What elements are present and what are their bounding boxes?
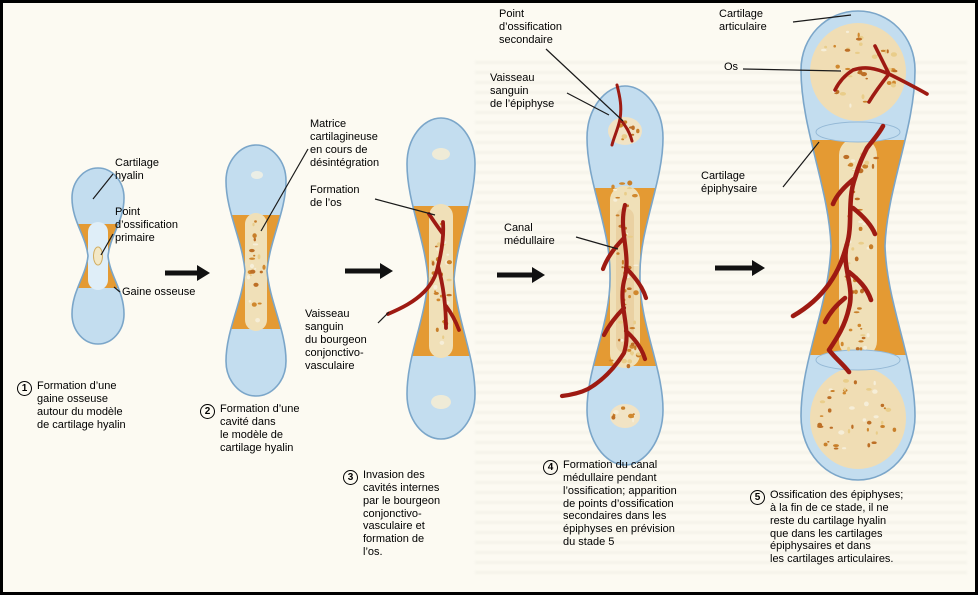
label-cartilage-epiphysaire: Cartilage épiphysaire xyxy=(701,170,758,195)
arrow-stage4-to-stage5 xyxy=(715,260,765,276)
arrow-stage3-to-stage4 xyxy=(497,267,545,283)
label-cartilage-articulaire: Cartilage articulaire xyxy=(719,8,767,33)
arrow-stage1-to-stage2 xyxy=(165,265,210,281)
label-gaine-osseuse: Gaine osseuse xyxy=(122,286,196,298)
caption-stage-3: 3 Invasion des cavités internes par le b… xyxy=(343,469,493,559)
stage-2-bone-illustration xyxy=(225,144,287,397)
caption-stage-5: 5 Ossification des épiphyses; à la fin d… xyxy=(750,489,975,566)
label-vaisseau-epiphyse: Vaisseau sanguin de l’épiphyse xyxy=(490,72,555,110)
stage-number-badge: 3 xyxy=(343,470,358,485)
label-canal-medullaire: Canal médullaire xyxy=(504,222,555,247)
caption-text: Formation d’une cavité dans le modèle de… xyxy=(220,403,300,454)
label-point-ossification-primaire: Point d’ossification primaire xyxy=(115,206,178,244)
stage-5-bone-illustration xyxy=(790,10,929,481)
caption-text: Formation du canal médullaire pendant l’… xyxy=(563,459,677,549)
label-os: Os xyxy=(724,61,739,73)
stage-1-bone-illustration xyxy=(71,167,125,345)
secondary-ossification-center-top xyxy=(608,117,642,145)
label-vaisseau-bourgeon: Vaisseau sanguin du bourgeon conjonctivo… xyxy=(305,308,367,372)
label-formation-os: Formation de l’os xyxy=(310,184,360,209)
label-point-ossification-secondaire: Point d’ossification secondaire xyxy=(499,8,562,46)
label-cartilage-hyalin: Cartilage hyalin xyxy=(115,157,160,182)
caption-text: Ossification des épiphyses; à la fin de … xyxy=(770,489,904,566)
epiphyseal-cartilage-band-top xyxy=(815,121,901,143)
caption-stage-1: 1 Formation d’une gaine osseuse autour d… xyxy=(17,380,167,431)
secondary-ossification-center-bottom xyxy=(610,404,640,428)
stage-4-bone-illustration xyxy=(559,83,664,466)
label-matrice-cartilagineuse: Matrice cartilagineuse en cours de désin… xyxy=(310,118,380,169)
epiphyseal-vessel xyxy=(833,44,929,104)
ossified-epiphysis-bottom xyxy=(810,367,906,469)
nutrient-vessel-tree xyxy=(559,202,649,399)
stage-number-badge: 2 xyxy=(200,404,215,419)
primary-ossification-spot xyxy=(93,246,103,266)
invading-blood-vessel xyxy=(386,212,461,332)
caption-text: Invasion des cavités internes par le bou… xyxy=(363,469,441,559)
nutrient-vessel-tree xyxy=(790,123,886,375)
stage-3-bone-illustration xyxy=(386,117,476,440)
stage-number-badge: 1 xyxy=(17,381,32,396)
stage-number-badge: 5 xyxy=(750,490,765,505)
caption-stage-2: 2 Formation d’une cavité dans le modèle … xyxy=(200,403,340,454)
caption-stage-4: 4 Formation du canal médullaire pendant … xyxy=(543,459,733,549)
caption-text: Formation d’une gaine osseuse autour du … xyxy=(37,380,126,431)
stage-number-badge: 4 xyxy=(543,460,558,475)
